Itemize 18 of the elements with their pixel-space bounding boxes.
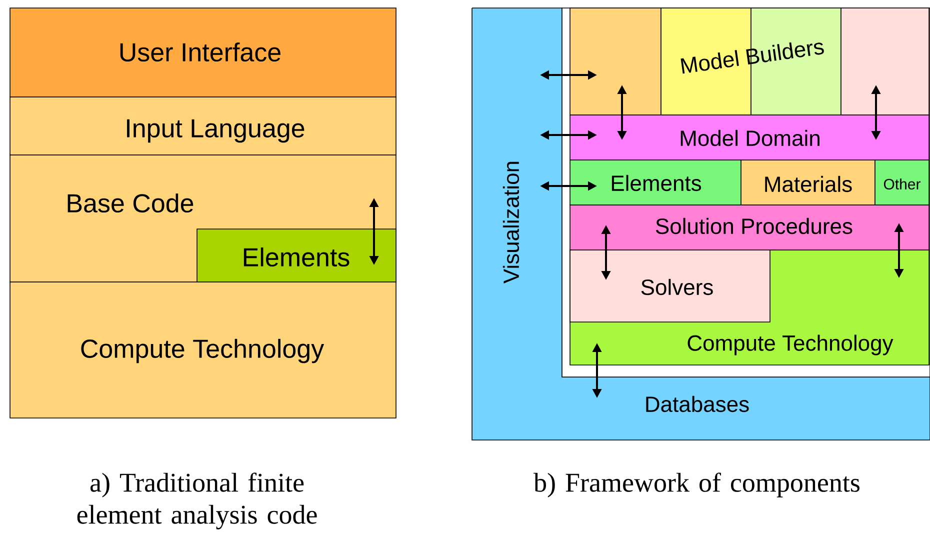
module-box: Elements [196,228,396,282]
layer-box: Compute Technology [10,282,396,418]
side-band: Visualization [472,8,562,440]
builder-box [570,8,662,116]
node-label: Databases [646,396,749,412]
layer-box: Input Language [10,96,396,156]
caption: b) Framework of components [534,472,860,498]
builder-box [840,8,930,116]
bottom-band: Databases [562,376,930,440]
rotated-label: Model Builders [680,42,824,74]
component-box: Solvers [570,250,770,322]
caption: a) Traditional finite element analysis code [77,472,317,530]
layer-box: User Interface [10,8,396,98]
layer-box: Model Domain [570,114,930,160]
layer-box: Solution Procedures [570,204,930,250]
component-box: Elements [570,160,742,206]
component-box: Materials [740,160,876,206]
component-box: Other [874,160,930,206]
